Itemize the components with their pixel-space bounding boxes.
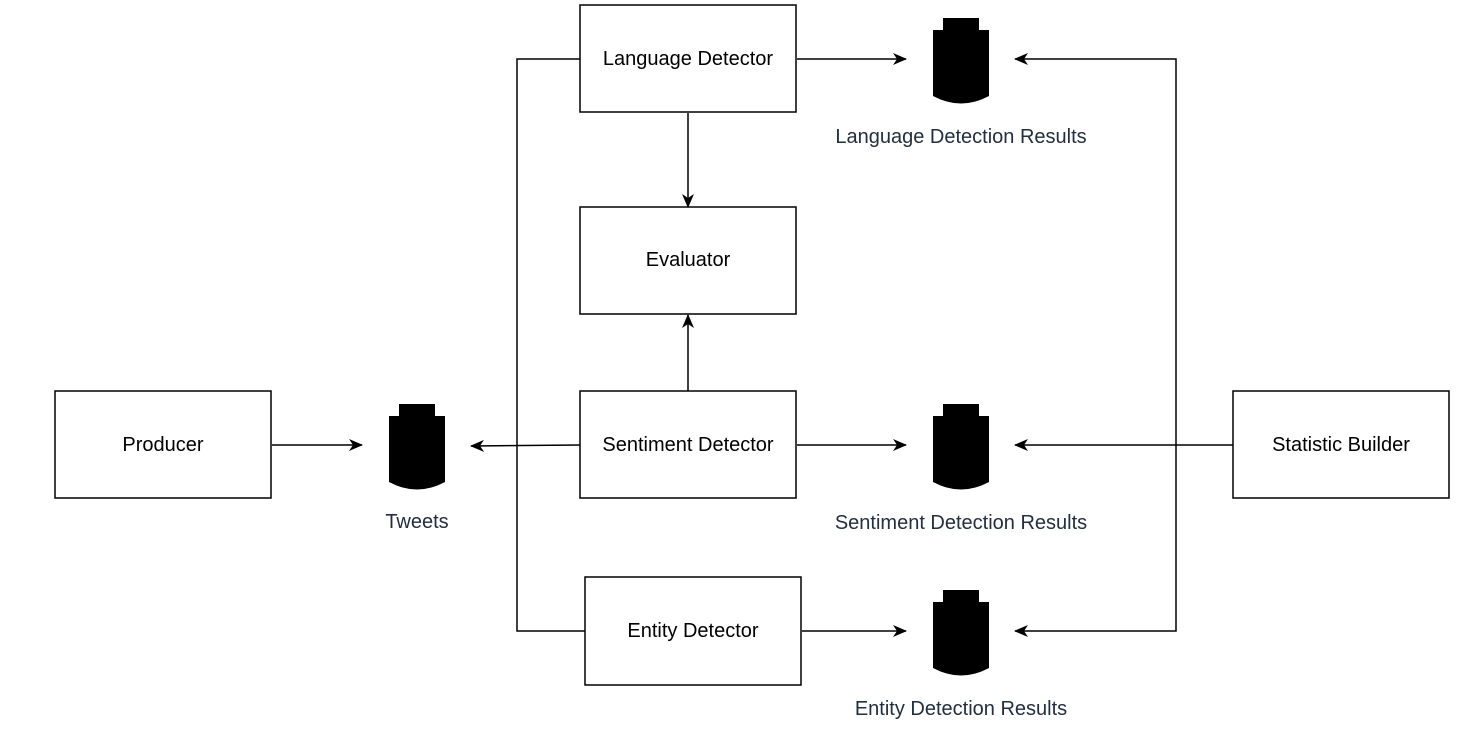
- sentiment-detector-node[interactable]: Sentiment Detector: [579, 390, 797, 499]
- language-detection-results-queue[interactable]: Language Detection Results: [835, 18, 1087, 148]
- edge-statistic-builder-to-language-results: [1014, 53, 1177, 445]
- tweets-queue-label: Tweets: [385, 511, 448, 533]
- sentiment-detection-results-label: Sentiment Detection Results: [835, 512, 1087, 534]
- entity-detection-results-queue[interactable]: Entity Detection Results: [855, 590, 1067, 720]
- entity-detector-node[interactable]: Entity Detector: [584, 576, 802, 686]
- queue-icon: [933, 404, 989, 490]
- edge-statistic-builder-to-entity-results: [1014, 445, 1177, 637]
- language-detector-label: Language Detector: [603, 48, 773, 70]
- evaluator-label: Evaluator: [646, 249, 731, 271]
- queue-icon: [933, 590, 989, 676]
- producer-node[interactable]: Producer: [54, 390, 272, 499]
- producer-label: Producer: [122, 434, 203, 456]
- entity-detection-results-label: Entity Detection Results: [855, 698, 1067, 720]
- edges: [272, 53, 1233, 637]
- sentiment-detection-results-queue[interactable]: Sentiment Detection Results: [835, 404, 1087, 534]
- edge-entity-detector-to-tweets: [516, 445, 585, 632]
- statistic-builder-node[interactable]: Statistic Builder: [1232, 390, 1450, 499]
- language-detection-results-label: Language Detection Results: [835, 126, 1086, 148]
- tweets-queue[interactable]: Tweets: [385, 404, 449, 533]
- queue-icon: [389, 404, 445, 490]
- statistic-builder-label: Statistic Builder: [1272, 434, 1410, 456]
- edge-language-detector-to-tweets: [516, 58, 580, 445]
- entity-detector-label: Entity Detector: [627, 620, 759, 642]
- evaluator-node[interactable]: Evaluator: [579, 206, 797, 315]
- language-detector-node[interactable]: Language Detector: [579, 4, 797, 113]
- edge-sentiment-detector-to-tweets: [470, 439, 581, 452]
- queue-icon: [933, 18, 989, 104]
- sentiment-detector-label: Sentiment Detector: [602, 434, 774, 456]
